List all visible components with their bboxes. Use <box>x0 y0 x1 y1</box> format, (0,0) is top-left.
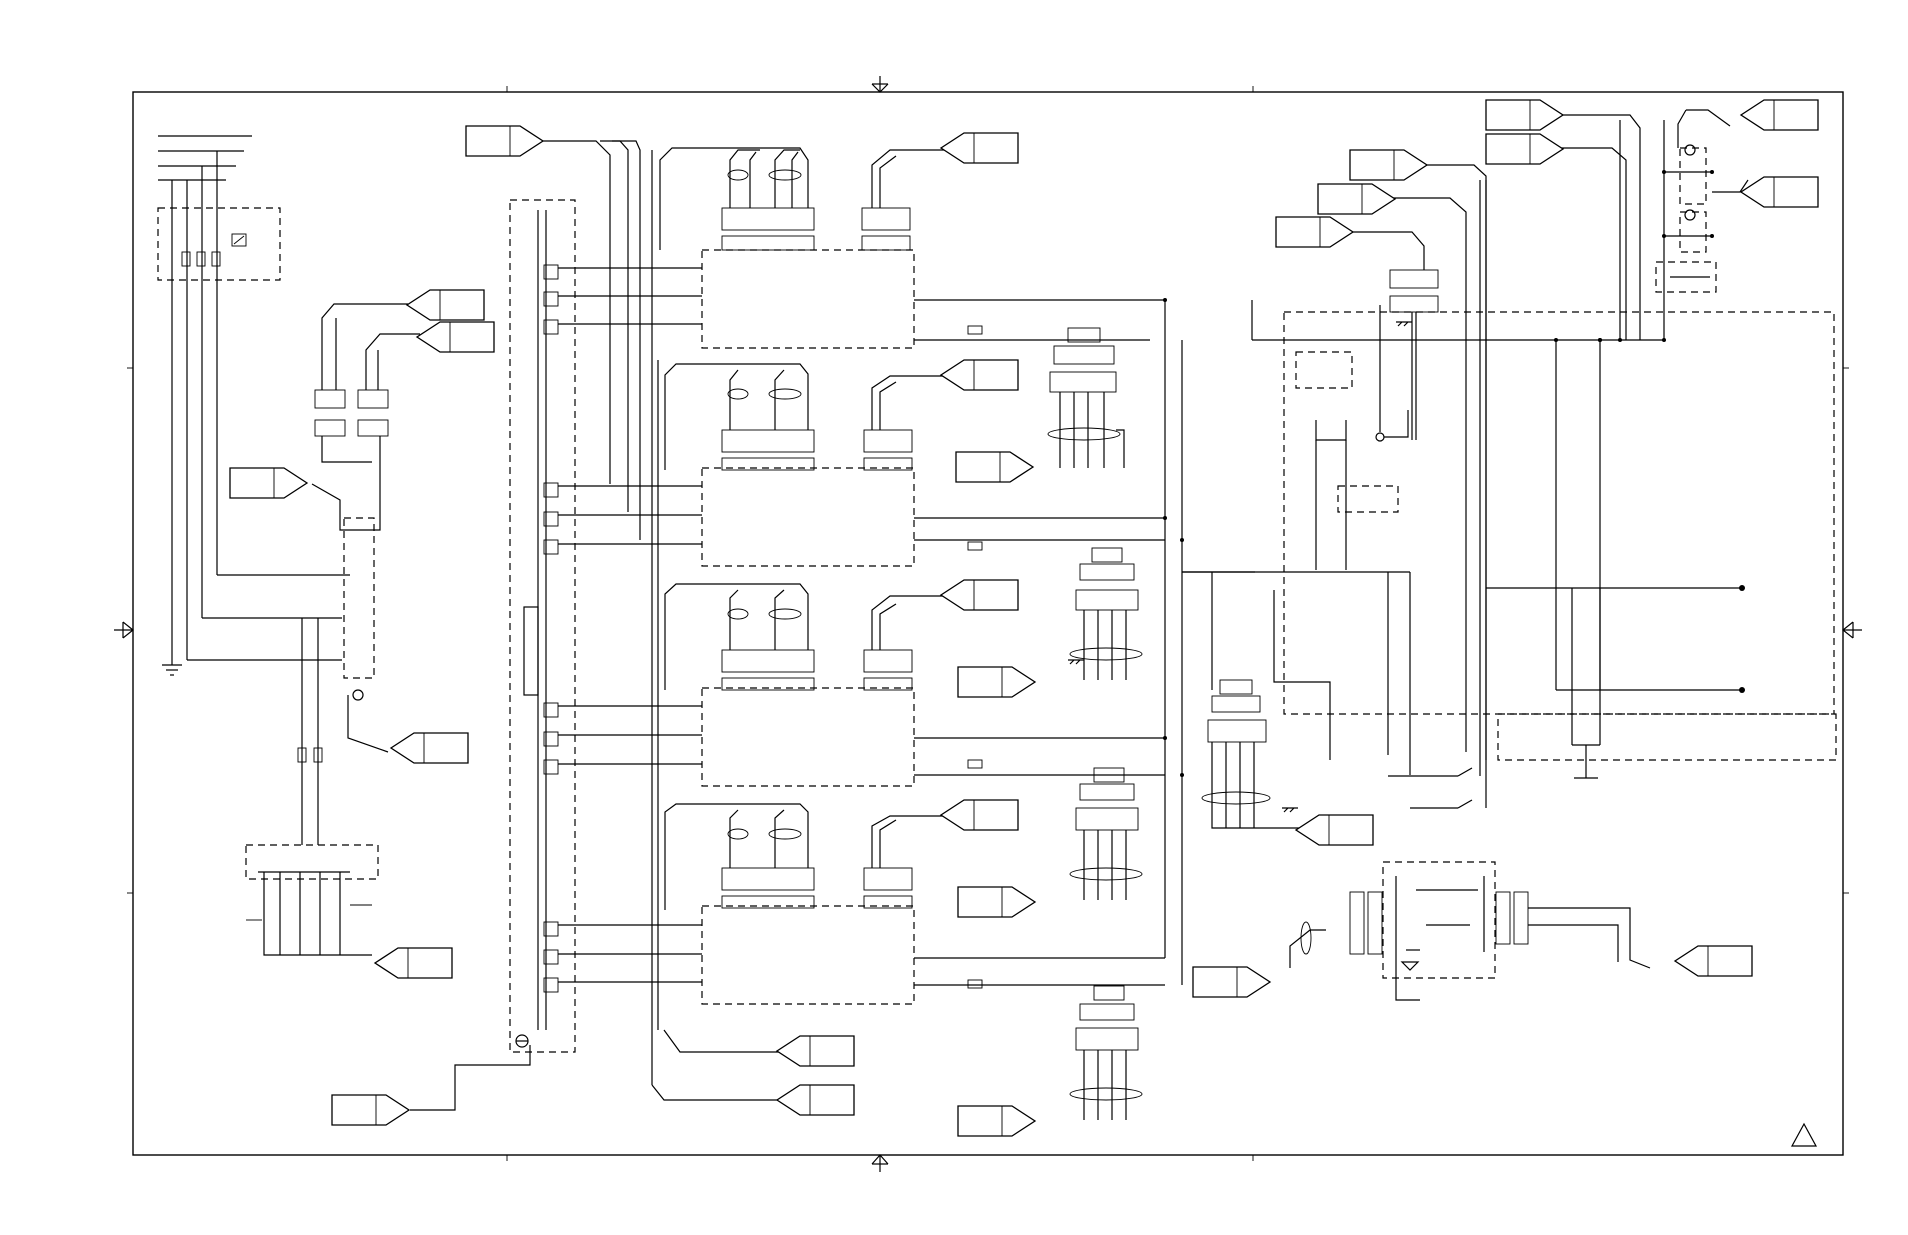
module-blocks <box>701 249 915 1005</box>
top-right-filter <box>1655 109 1749 293</box>
cable-tag <box>775 1084 855 1116</box>
cable-tag <box>1349 149 1429 181</box>
cable-tag <box>939 132 1019 164</box>
backbone-to-module-wires <box>558 267 702 983</box>
cable-tag <box>389 732 469 764</box>
module-coils <box>967 325 983 989</box>
coil-connector-stacks <box>1047 327 1143 1120</box>
cable-tag <box>1275 216 1355 248</box>
centering-mark-bottom <box>871 1154 889 1172</box>
centering-mark-left <box>114 621 134 639</box>
module-feed-bundle <box>651 147 809 1101</box>
ground-symbols <box>1068 321 1412 813</box>
cable-tag <box>373 947 453 979</box>
cable-tag <box>1317 183 1397 215</box>
cable-tag <box>957 666 1037 698</box>
signal-bus-panel <box>509 199 576 1053</box>
cable-tag <box>331 1094 411 1126</box>
cable-tag <box>229 467 309 499</box>
breaker-box <box>157 207 281 281</box>
right-control-panel <box>1182 120 1835 775</box>
lower-right-cables <box>1201 572 1331 968</box>
cable-tag <box>1485 133 1565 165</box>
cable-tag <box>939 359 1019 391</box>
cable-tag <box>1485 99 1565 131</box>
cable-tag <box>957 886 1037 918</box>
right-switch-stack <box>1349 180 1837 1001</box>
bottom-left-distribution <box>245 618 389 956</box>
module-top-connectors <box>721 207 913 909</box>
module-output-bus <box>914 298 1255 986</box>
right-ground-network <box>1486 585 1745 779</box>
power-input-lines <box>158 135 350 676</box>
drawing-frame <box>127 86 1849 1161</box>
cable-tag <box>1192 966 1272 998</box>
module-side-cables <box>871 149 945 868</box>
top-feed-cable <box>540 140 641 540</box>
cable-tag <box>955 451 1035 483</box>
triangle-icon <box>1790 1122 1818 1147</box>
cable-tag <box>1294 814 1374 846</box>
centering-mark-right <box>1842 621 1862 639</box>
module-harnesses <box>727 149 802 868</box>
centering-mark-top <box>871 76 889 93</box>
bottom-feed-cable <box>410 1045 531 1111</box>
cable-tag <box>1739 99 1819 131</box>
cable-tag <box>415 321 495 353</box>
cable-tag <box>1739 176 1819 208</box>
cable-tag <box>939 799 1019 831</box>
cable-tag <box>465 125 545 157</box>
cable-tag <box>405 289 485 321</box>
cable-tag <box>939 579 1019 611</box>
top-right-cables <box>1330 114 1641 760</box>
cable-tags <box>229 99 1819 1137</box>
cable-tag <box>957 1105 1037 1137</box>
left-middle-connectors <box>311 303 420 679</box>
backbone-connectors <box>543 264 559 993</box>
cable-tag <box>1673 945 1753 977</box>
cable-tag <box>775 1035 855 1067</box>
